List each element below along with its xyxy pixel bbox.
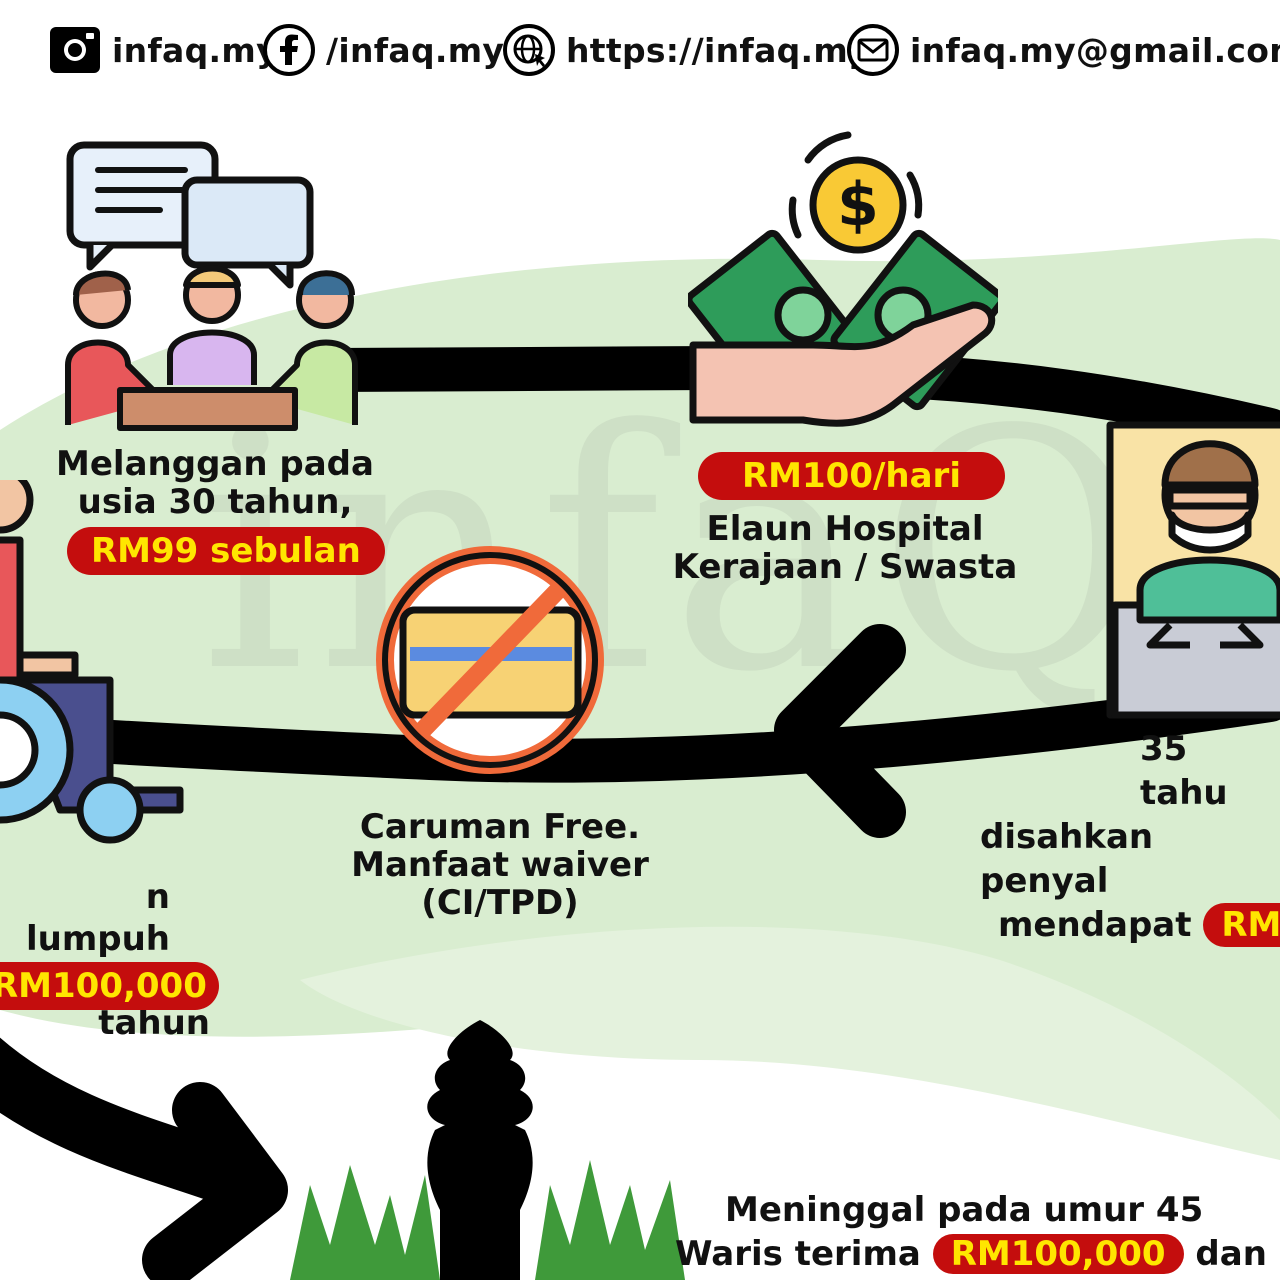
- facebook-link[interactable]: /infaq.my: [262, 22, 504, 78]
- subscribe-line2: usia 30 tahun,: [77, 482, 353, 522]
- death-line2-pre: Waris terima: [675, 1234, 921, 1274]
- wheelchair-illustration: [0, 480, 184, 844]
- hospital-line2: Kerajaan / Swasta: [672, 547, 1018, 587]
- website-url: https://infaq.my: [566, 30, 870, 70]
- waiver-line1: Caruman Free.: [359, 807, 641, 847]
- subscribe-line1: Melanggan pada: [56, 444, 374, 484]
- diagnosed-line2: disahkan penyal: [980, 817, 1154, 901]
- hospital-caption: Elaun Hospital Kerajaan / Swasta: [660, 510, 1030, 586]
- waiver-line3: (CI/TPD): [421, 883, 579, 923]
- death-badge: RM100,000: [932, 1234, 1184, 1274]
- hospital-line1: Elaun Hospital: [706, 509, 984, 549]
- death-caption: Meninggal pada umur 45 Waris terima RM10…: [660, 1188, 1280, 1276]
- instagram-icon: [50, 27, 100, 73]
- patient-bed-illustration: [1106, 421, 1280, 719]
- instagram-link[interactable]: infaq.my: [48, 22, 278, 78]
- death-line2-post: dan: [1195, 1234, 1267, 1274]
- paralysed-line1: n lumpuh: [25, 877, 170, 959]
- meeting-illustration: [65, 141, 358, 431]
- instagram-handle: infaq.my: [112, 30, 278, 70]
- email-address: infaq.my@gmail.com: [910, 30, 1280, 70]
- diagnosed-caption: 35 tahu disahkan penyal mendapat RM: [980, 727, 1280, 947]
- website-link[interactable]: https://infaq.my: [502, 22, 870, 78]
- diagnosed-line1: 35 tahu: [1140, 729, 1228, 813]
- paralysed-caption: n lumpuh ia 40 tahun: [0, 876, 210, 1044]
- globe-icon: [503, 24, 555, 76]
- diagnosed-badge: RM: [1203, 903, 1280, 947]
- facebook-icon: [263, 24, 315, 76]
- facebook-handle: /infaq.my: [326, 30, 505, 70]
- waiver-line2: Manfaat waiver: [351, 845, 649, 885]
- waiver-caption: Caruman Free. Manfaat waiver (CI/TPD): [330, 808, 670, 922]
- email-link[interactable]: infaq.my@gmail.com: [846, 22, 1280, 78]
- subscribe-caption: Melanggan pada usia 30 tahun,: [40, 445, 390, 521]
- hospital-badge: RM100/hari: [698, 452, 1005, 500]
- paralysed-badge: RM100,000: [0, 962, 219, 1010]
- subscribe-badge: RM99 sebulan: [67, 527, 385, 575]
- svg-text:$: $: [837, 170, 879, 240]
- diagnosed-line3: mendapat: [998, 905, 1192, 945]
- no-payment-card-illustration: [376, 546, 604, 774]
- death-line1: Meninggal pada umur 45: [725, 1190, 1204, 1230]
- mail-icon: [847, 24, 899, 76]
- grave-illustration: [290, 1020, 685, 1280]
- money-hand-illustration: $: [688, 131, 998, 427]
